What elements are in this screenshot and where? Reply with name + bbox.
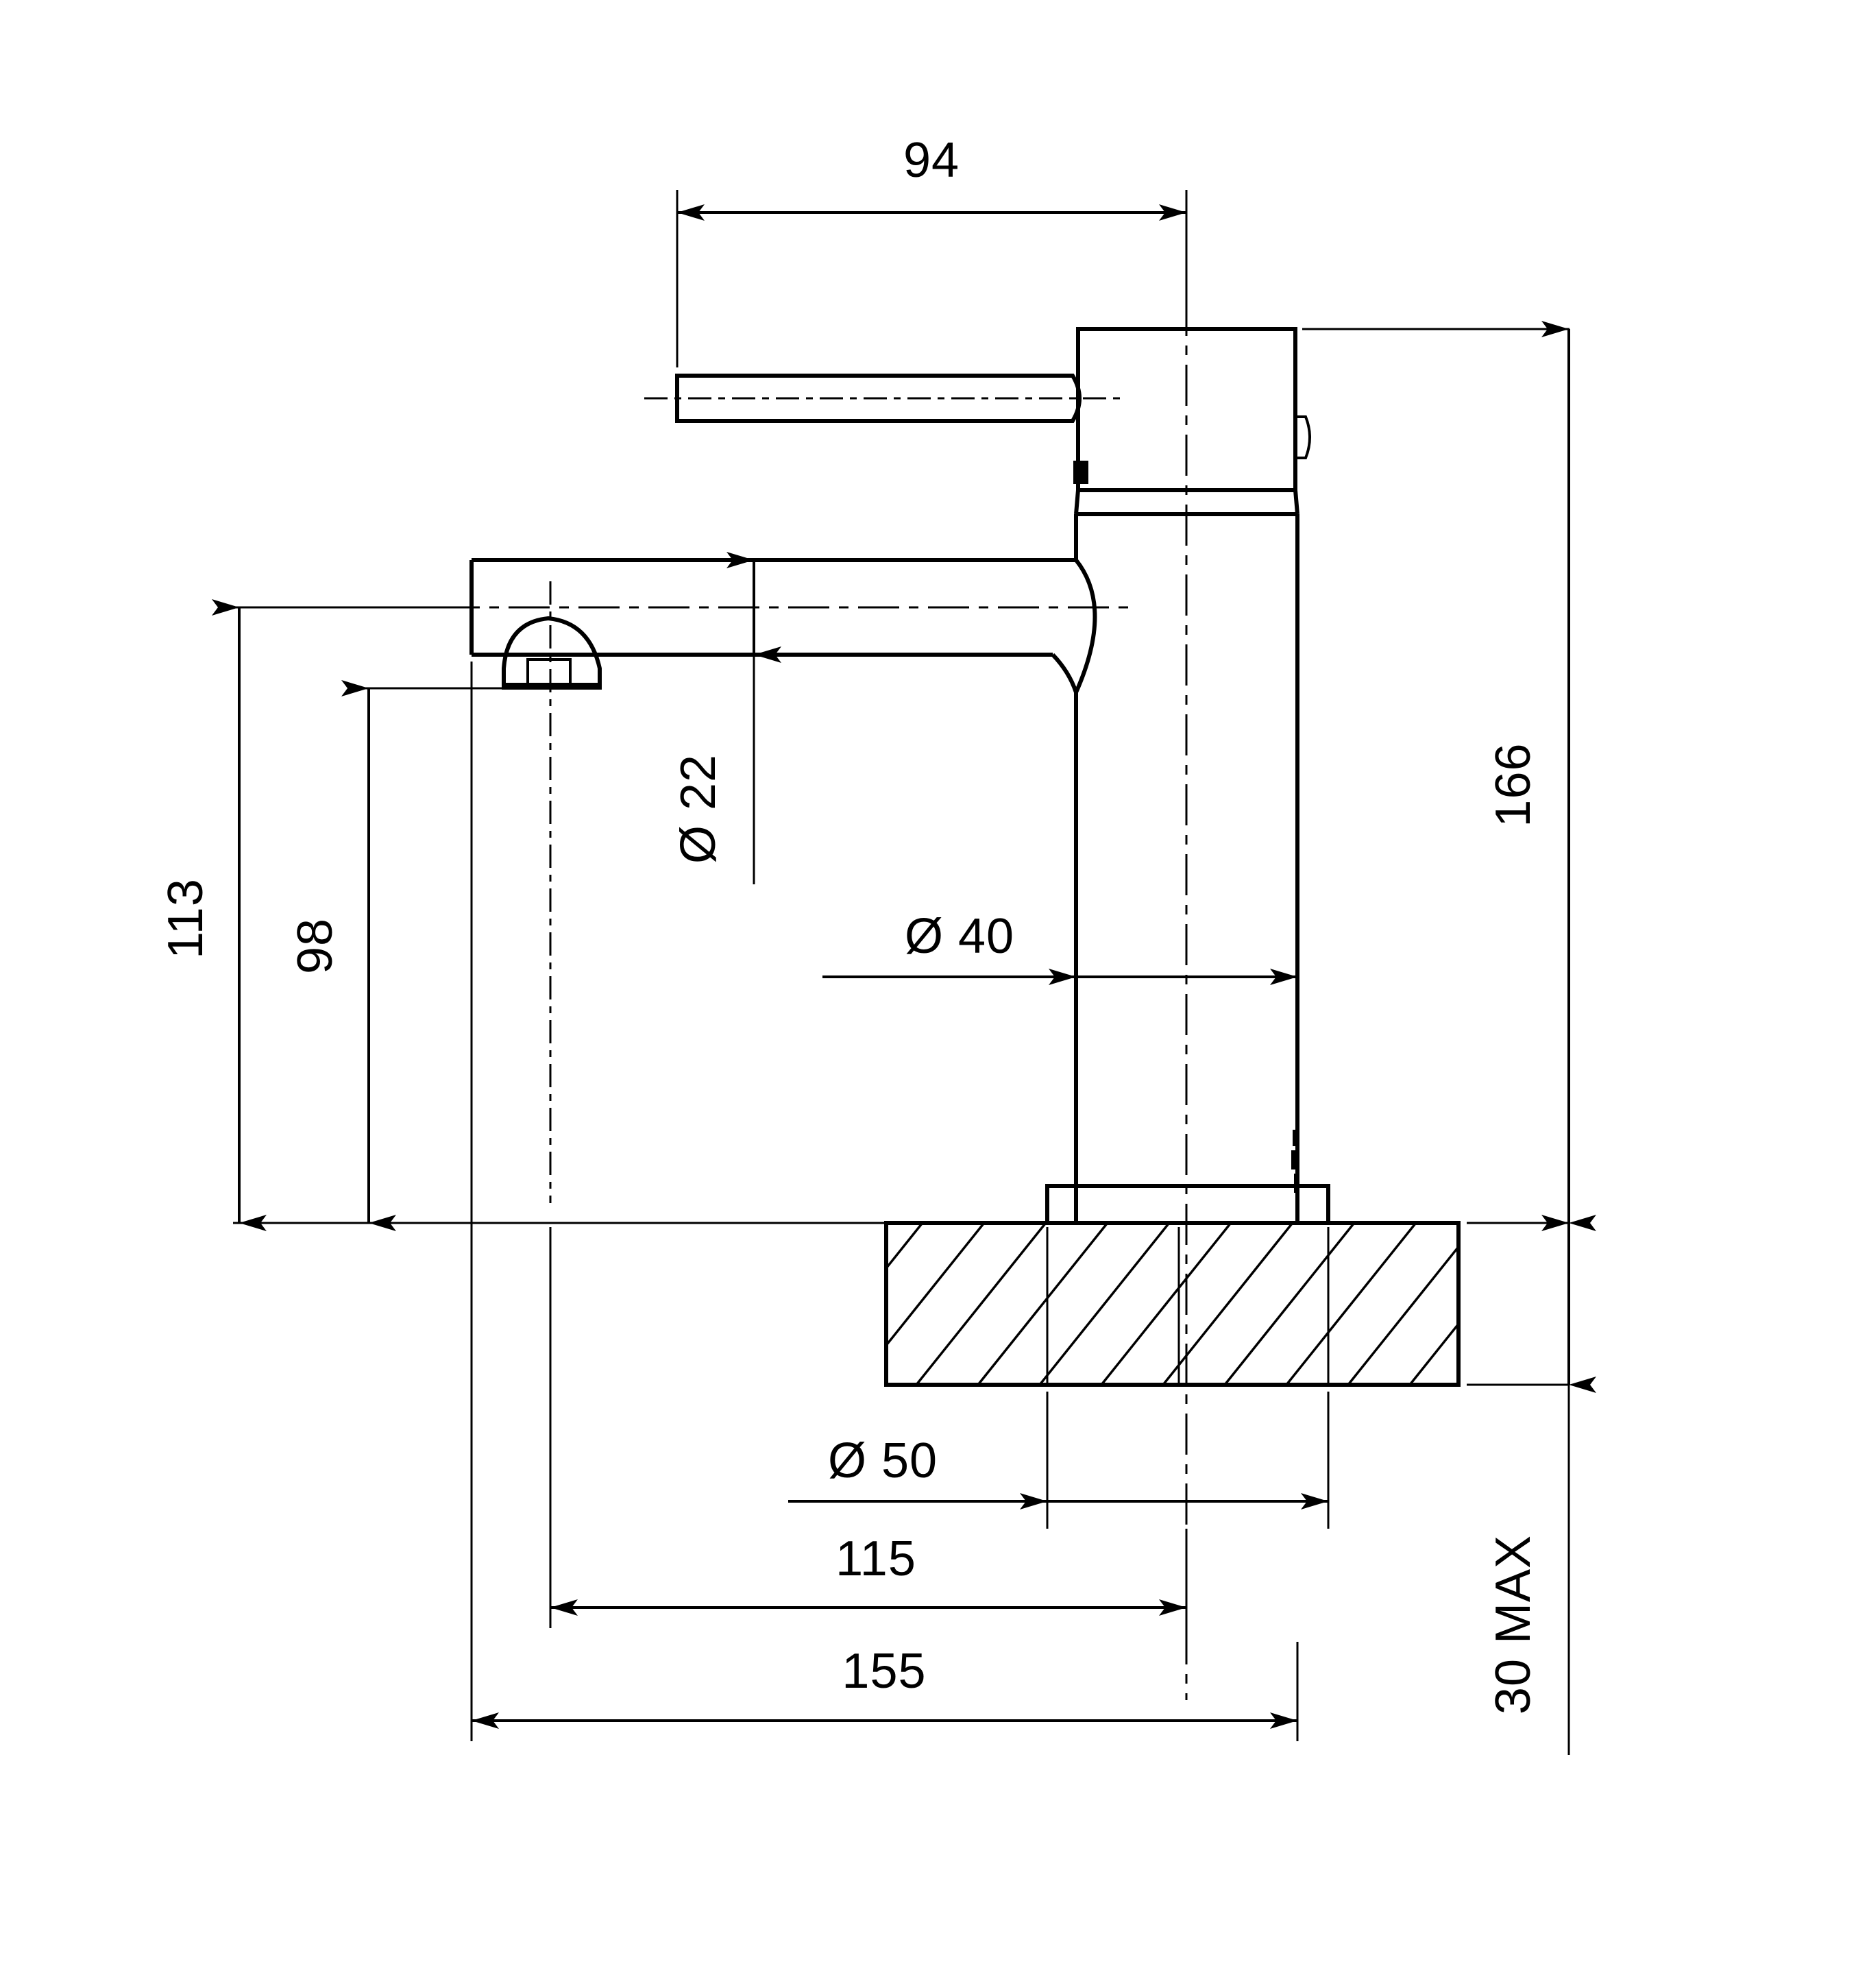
dim-label-d50: Ø 50 <box>828 1433 938 1488</box>
neck-taper-right <box>1293 489 1299 515</box>
dim-label-113: 113 <box>158 878 213 959</box>
dimension-d22: Ø 22 <box>671 552 781 884</box>
dim-label-155: 155 <box>842 1644 926 1699</box>
dim-label-30max: 30 MAX <box>1486 1535 1541 1714</box>
spout-body-fillet-lower <box>1051 653 1078 693</box>
dimension-115: 115 <box>549 1227 1188 1628</box>
countertop-hatching <box>886 1223 1458 1385</box>
dim-label-98: 98 <box>288 918 343 974</box>
dim-label-d40: Ø 40 <box>905 909 1014 964</box>
handle-side-button-icon <box>1295 415 1311 459</box>
body-thread-detail-icon <box>1291 1130 1299 1193</box>
dimension-d50: Ø 50 <box>788 1392 1330 1529</box>
countertop-outline <box>884 1221 1461 1387</box>
base-flange <box>1045 1184 1330 1223</box>
dim-label-166: 166 <box>1486 742 1541 827</box>
spout-outlet-aerator <box>502 616 602 689</box>
spout-outlet-insert <box>526 658 572 687</box>
dim-label-115: 115 <box>835 1531 916 1586</box>
dimension-30max: 30 MAX <box>1486 1535 1541 1714</box>
dim-label-94: 94 <box>903 133 960 188</box>
countertop-section <box>818 1221 1461 1387</box>
dimension-113: 113 <box>158 599 881 1231</box>
dimension-155: 155 <box>470 662 1299 1741</box>
neck-taper-left <box>1074 489 1080 515</box>
dimension-d40: Ø 40 <box>822 713 1299 1049</box>
dimension-166: 166 <box>1302 321 1596 1755</box>
handle-index-notch-icon <box>1075 461 1081 484</box>
dim-label-d22: Ø 22 <box>671 754 726 864</box>
spout-body-fillet <box>1074 559 1097 694</box>
dimension-98: 98 <box>288 680 507 1231</box>
centerlines <box>439 295 1188 1700</box>
dimension-94: 94 <box>676 133 1188 367</box>
